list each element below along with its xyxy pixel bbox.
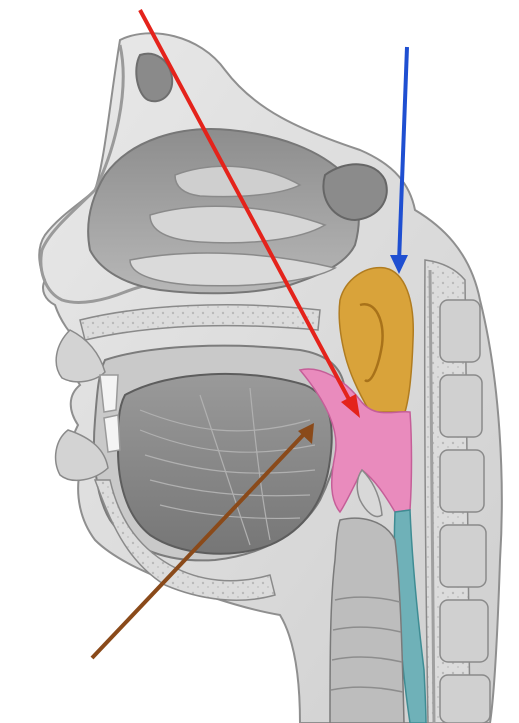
- sphenoid-sinus: [323, 164, 386, 220]
- tongue: [118, 374, 332, 554]
- upper-incisor: [100, 375, 118, 412]
- larynx: [330, 518, 404, 723]
